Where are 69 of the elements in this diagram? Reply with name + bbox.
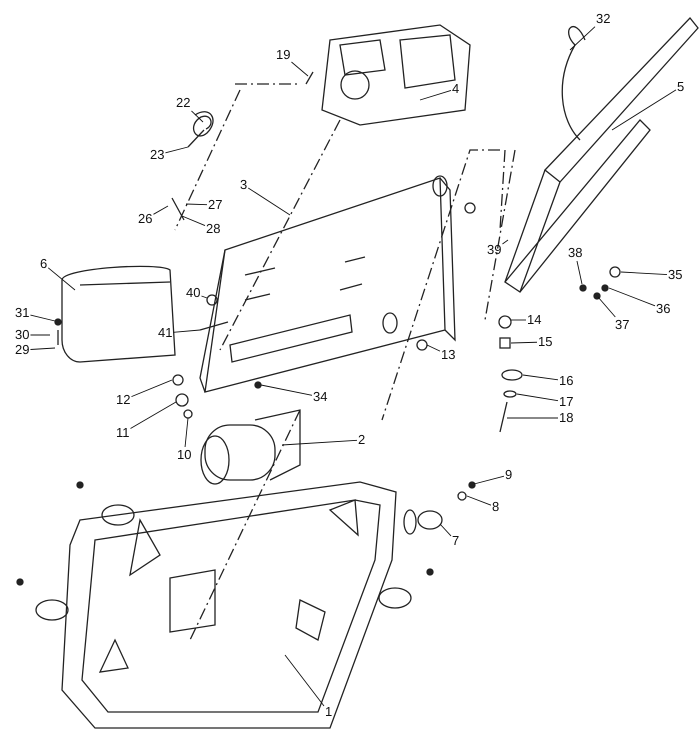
callout-number: 15 bbox=[538, 335, 552, 349]
leader-line bbox=[260, 384, 312, 396]
leader-line bbox=[284, 654, 324, 706]
callout-number: 7 bbox=[452, 534, 460, 548]
callout-number: 16 bbox=[559, 374, 574, 388]
callout-number: 10 bbox=[177, 448, 192, 462]
callout-number: 30 bbox=[15, 328, 30, 342]
leader-line bbox=[30, 348, 56, 350]
leader-line bbox=[510, 342, 538, 344]
leader-line bbox=[130, 402, 176, 429]
leader-line bbox=[48, 267, 76, 290]
callout-number: 28 bbox=[206, 222, 220, 236]
leader-line bbox=[201, 296, 208, 298]
callout-number: 34 bbox=[313, 390, 328, 404]
callout-number: 8 bbox=[492, 500, 500, 514]
leader-line bbox=[620, 272, 668, 275]
leader-line bbox=[426, 344, 440, 352]
callout-number: 22 bbox=[176, 96, 190, 110]
leader-line bbox=[182, 216, 206, 226]
leader-line bbox=[165, 146, 188, 154]
callout-number: 14 bbox=[527, 313, 542, 327]
callout-number: 5 bbox=[677, 80, 684, 94]
leader-line bbox=[608, 288, 656, 306]
leader-line bbox=[502, 240, 508, 244]
leader-line bbox=[576, 260, 582, 284]
leader-line bbox=[153, 206, 168, 215]
leader-line bbox=[248, 188, 290, 216]
leader-line bbox=[612, 89, 676, 130]
leader-line bbox=[440, 524, 452, 536]
callout-number: 13 bbox=[441, 348, 456, 362]
leader-line bbox=[570, 26, 596, 50]
leader-line bbox=[186, 204, 208, 206]
leader-line bbox=[30, 334, 50, 336]
callout-number: 4 bbox=[452, 82, 460, 96]
callout-number: 31 bbox=[15, 306, 30, 320]
leader-line bbox=[522, 374, 558, 380]
leader-line bbox=[291, 62, 308, 76]
leader-line bbox=[184, 418, 188, 448]
callout-number: 37 bbox=[615, 318, 630, 332]
leader-line bbox=[282, 440, 358, 446]
callout-number: 18 bbox=[559, 411, 574, 425]
callout-number: 40 bbox=[186, 286, 200, 300]
callout-number: 27 bbox=[208, 198, 222, 212]
leader-line bbox=[474, 476, 504, 484]
callout-number: 35 bbox=[668, 268, 682, 282]
callout-number: 2 bbox=[358, 433, 366, 447]
leader-line bbox=[598, 296, 616, 318]
callout-number: 38 bbox=[568, 246, 582, 260]
leader-line bbox=[420, 90, 452, 100]
callout-number: 12 bbox=[116, 393, 130, 407]
leader-line bbox=[466, 496, 492, 506]
callout-number: 26 bbox=[138, 212, 152, 226]
callout-number: 1 bbox=[325, 705, 332, 719]
callout-number: 39 bbox=[487, 243, 502, 257]
callout-number: 23 bbox=[150, 148, 164, 162]
callout-number: 11 bbox=[116, 426, 130, 440]
callout-number: 6 bbox=[40, 257, 48, 271]
leader-line bbox=[131, 380, 172, 398]
callout-number: 9 bbox=[505, 468, 512, 482]
callout-number: 3 bbox=[240, 178, 248, 192]
leader-line bbox=[191, 110, 204, 122]
leader-line bbox=[30, 314, 56, 322]
callout-number: 19 bbox=[276, 48, 290, 62]
leader-line bbox=[516, 394, 558, 402]
callout-number: 17 bbox=[559, 395, 574, 409]
callout-number: 36 bbox=[656, 302, 670, 316]
callout-number: 29 bbox=[15, 343, 30, 357]
callout-number: 41 bbox=[158, 326, 172, 340]
callout-number: 32 bbox=[596, 12, 610, 26]
